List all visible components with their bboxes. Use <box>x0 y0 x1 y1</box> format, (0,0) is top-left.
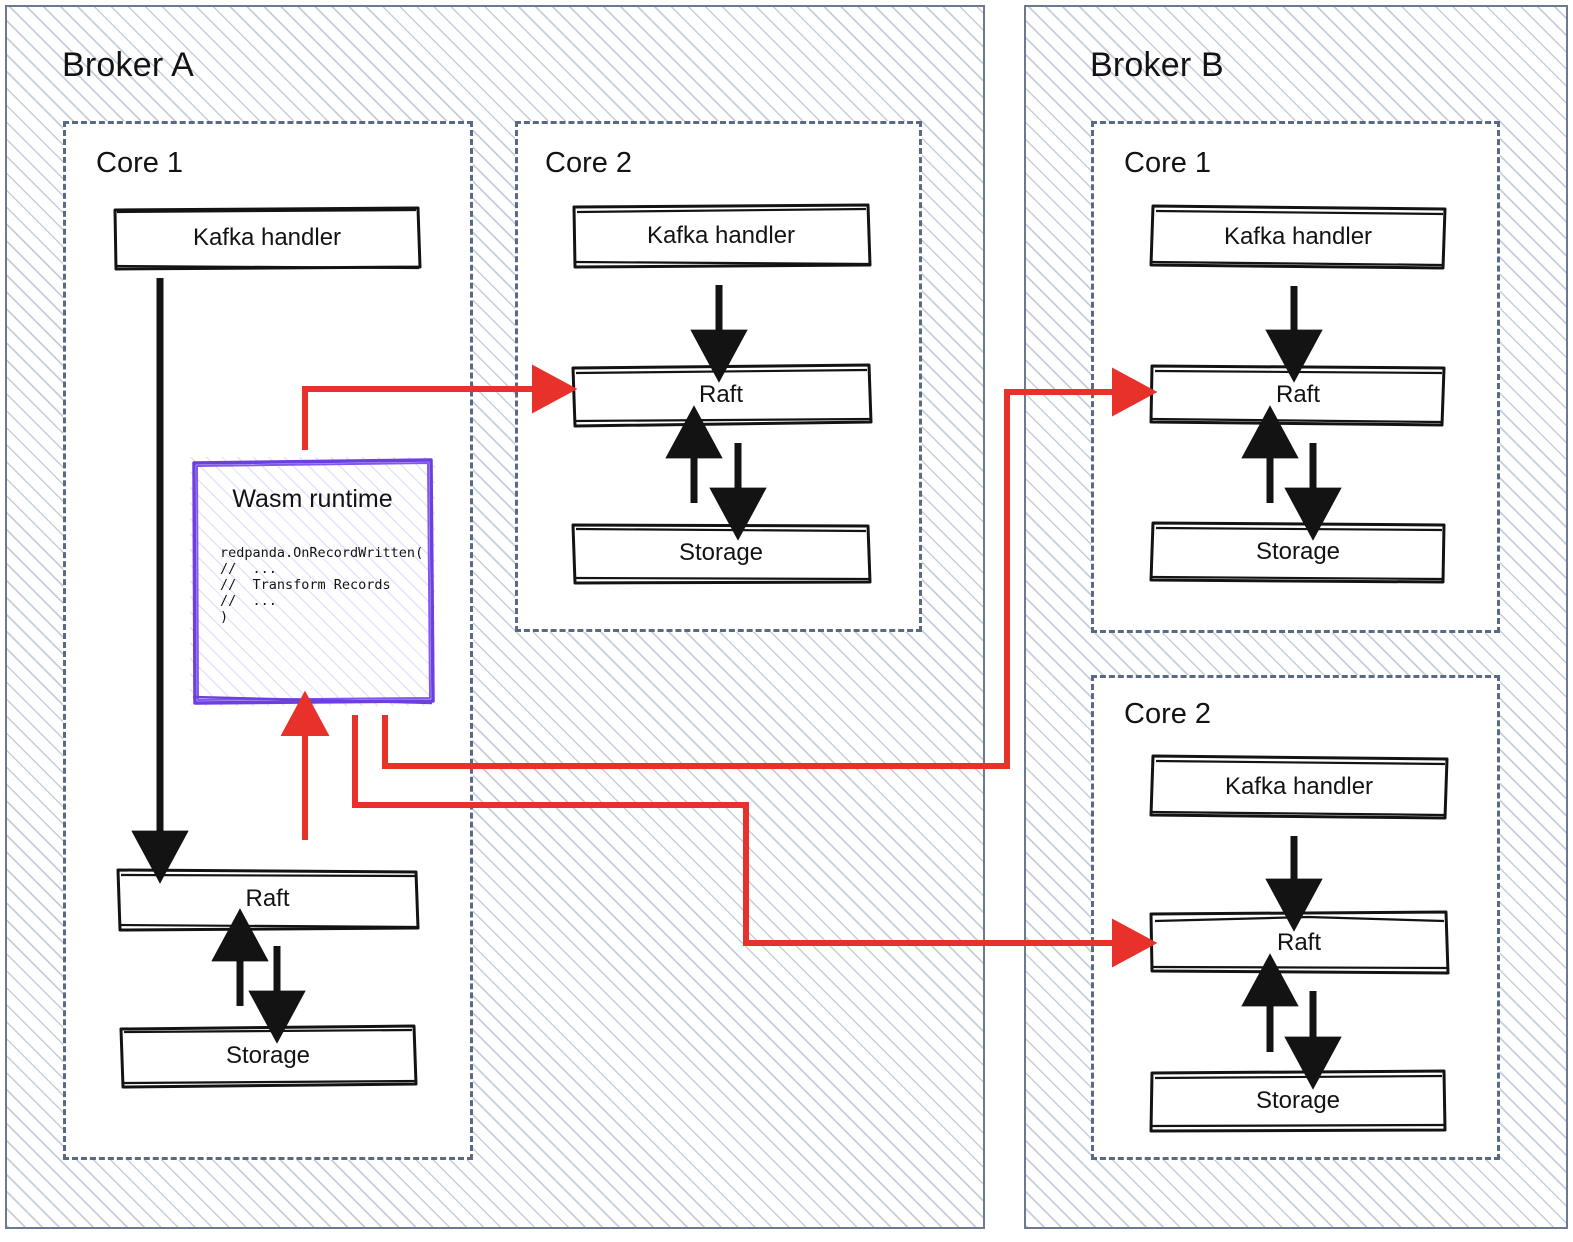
node-a2-kafka-handler[interactable]: Kafka handler <box>570 202 872 270</box>
node-b1-raft[interactable]: Raft <box>1148 362 1448 428</box>
node-b1-kafka-handler[interactable]: Kafka handler <box>1148 203 1448 271</box>
node-b2-kafka-handler[interactable]: Kafka handler <box>1148 753 1450 821</box>
wasm-runtime-code: redpanda.OnRecordWritten( // ... // Tran… <box>220 545 424 625</box>
node-a1-kafka-handler[interactable]: Kafka handler <box>112 205 422 271</box>
node-a1-storage[interactable]: Storage <box>118 1023 418 1089</box>
broker-a-core-1-title: Core 1 <box>96 147 184 179</box>
node-a2-raft[interactable]: Raft <box>570 362 873 428</box>
node-b2-storage[interactable]: Storage <box>1148 1068 1448 1134</box>
broker-a-core-2-title: Core 2 <box>545 147 633 179</box>
node-b1-storage[interactable]: Storage <box>1148 519 1448 585</box>
wasm-runtime-title: Wasm runtime <box>232 485 393 513</box>
node-a1-raft[interactable]: Raft <box>115 866 420 932</box>
node-a1-wasm-runtime[interactable]: Wasm runtime redpanda.OnRecordWritten( /… <box>190 457 435 706</box>
broker-a-title: Broker A <box>62 46 194 84</box>
node-b2-raft[interactable]: Raft <box>1148 909 1450 977</box>
broker-b-title: Broker B <box>1090 46 1224 84</box>
broker-b-core-1-title: Core 1 <box>1124 147 1212 179</box>
broker-b-core-2-title: Core 2 <box>1124 698 1212 730</box>
node-a2-storage[interactable]: Storage <box>570 520 872 586</box>
